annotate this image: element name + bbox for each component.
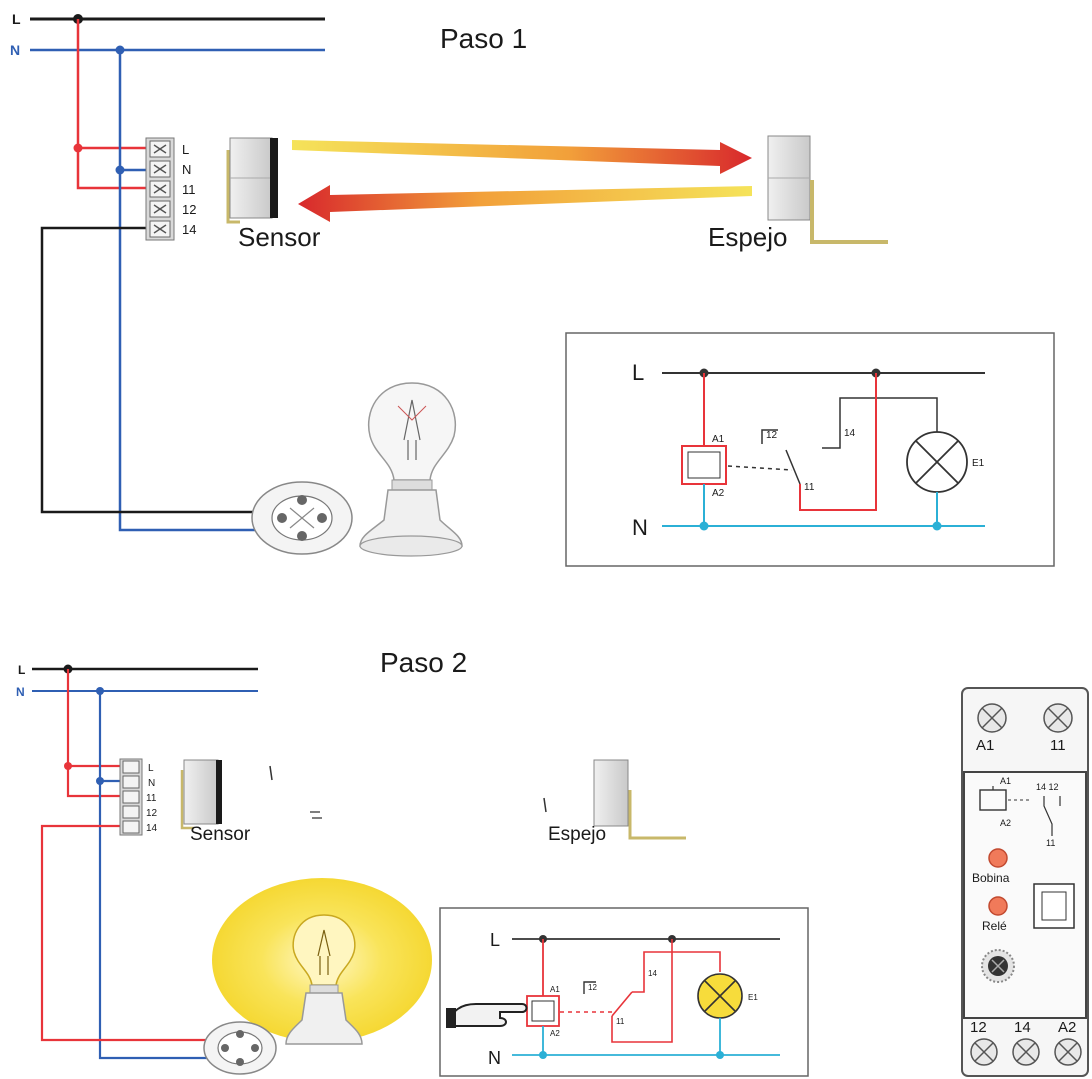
step1-terminal-label: 12 [182,202,196,217]
step2-terminal-block: L N 11 12 14 [119,758,158,836]
relay-coil-a2: A2 [1000,818,1011,828]
step1-switched-wire [40,226,262,514]
step2-sensor: Sensor [180,759,251,845]
step1-sensor-label: Sensor [238,222,321,252]
step2-sensor-label: Sensor [190,824,251,845]
relay-symbol-icon [1033,883,1075,929]
step1-line-n-label: N [10,42,20,58]
step1-coil-a1: A1 [712,434,725,445]
step2-mirror: Espejo [548,759,686,845]
step1-contact-14: 14 [844,428,856,439]
step2-switched-wire [40,824,214,1042]
step2-mirror-label: Espejo [548,824,606,845]
step2-contact-11: 11 [616,1017,625,1026]
relay-bottom-terminal-12: 12 [970,1019,987,1036]
relay-contact-common: 11 [1046,838,1055,848]
step1-terminal-label: L [182,142,189,157]
step2-lamp-label: E1 [748,993,758,1002]
step1-neutral-wire [118,50,268,532]
step2-coil-a1: A1 [550,985,560,994]
step2-schematic-n-label: N [488,1048,501,1068]
step1-bulb-off [359,382,463,557]
step2-terminal-label: N [148,778,155,789]
step1-schematic-n-label: N [632,515,648,540]
coil-led-indicator [988,848,1008,868]
relay-led-coil-label: Bobina [972,871,1010,885]
step2-schematic-l-label: L [490,930,500,950]
step1-mirror-label: Espejo [708,222,788,252]
step2-line-l-label: L [18,663,25,677]
step2-coil-a2: A2 [550,1029,560,1038]
relay-top-terminal-a1: A1 [976,737,994,754]
step1-contact-12: 12 [766,430,778,441]
step2-contact-12: 12 [588,983,597,992]
step1-sensor: Sensor [226,137,321,252]
relay-led-indicator [988,896,1008,916]
step1-terminal-label: 11 [182,182,196,197]
step1-terminal-block: L N 11 12 14 [145,137,196,241]
step1-schematic: L N A1 A2 12 14 11 [565,332,1055,567]
step1-schematic-l-label: L [632,360,644,385]
step1-coil-a2: A2 [712,488,725,499]
relay-module: A1 11 A1 A2 14 12 11 Bobina Relé 12 14 A… [961,687,1089,1077]
relay-top-terminal-11: 11 [1050,737,1066,754]
step2-schematic: L N A1 A2 12 14 11 E1 [439,907,809,1077]
relay-contacts-14-12: 14 12 [1036,782,1059,792]
step2-title: Paso 2 [380,647,467,678]
step1-terminal-label: N [182,162,191,177]
step2-contact-14: 14 [648,969,657,978]
relay-coil-a1: A1 [1000,776,1011,786]
step1-emit-beam [292,140,752,174]
step2-diagram: Paso 2 L N L N 11 12 14 [16,647,809,1077]
relay-led-relay-label: Relé [982,919,1007,933]
step1-lamp-label: E1 [972,458,985,469]
step1-live-wire [76,19,150,150]
step2-terminal-label: L [148,763,154,774]
step2-terminal-label: 11 [146,793,157,804]
step1-contact-11: 11 [804,482,815,493]
relay-bottom-terminal-14: 14 [1014,1019,1031,1036]
changeover-contact-symbol [785,449,801,485]
step1-lamp-socket [251,481,353,555]
step1-mirror: Espejo [708,135,888,252]
step2-lamp-socket [203,1021,277,1075]
step2-bulb-on [212,878,432,1045]
step2-terminal-label: 12 [146,808,158,819]
hand-pointer-icon [446,1003,528,1028]
step1-return-beam [298,185,752,222]
step2-line-n-label: N [16,685,25,699]
step1-line-l-label: L [12,11,21,27]
step1-terminal-label: 14 [182,222,196,237]
relay-bottom-terminal-a2: A2 [1058,1019,1076,1036]
step2-terminal-label: 14 [146,823,158,834]
step1-title: Paso 1 [440,23,527,54]
step1-diagram: Paso 1 L N [10,11,1055,567]
